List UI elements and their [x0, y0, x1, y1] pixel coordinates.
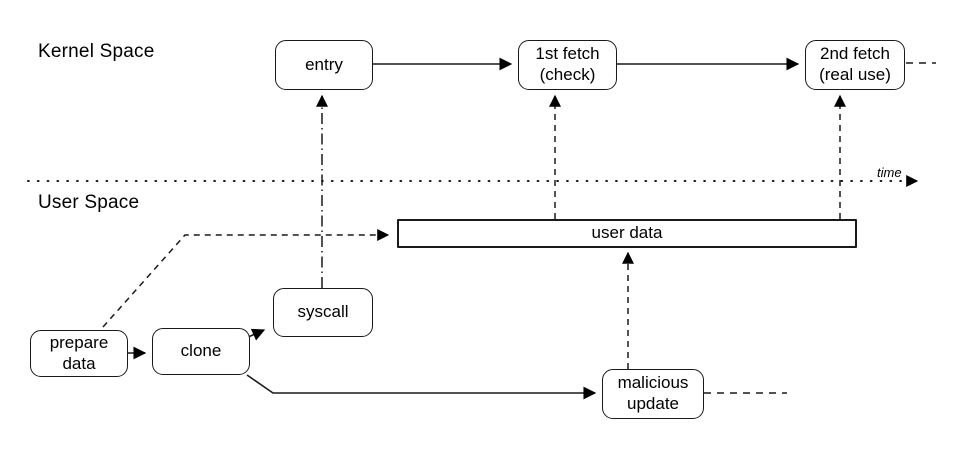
node-prepare-data: prepare data	[30, 330, 128, 377]
kernel-space-label: Kernel Space	[38, 41, 155, 62]
node-user-data: user data	[397, 219, 857, 248]
edge-clone-to-malicious-update	[246, 374, 597, 400]
node-first-fetch-line2: (check)	[539, 65, 596, 84]
node-prepare-data-line1: prepare	[49, 332, 109, 352]
node-first-fetch: 1st fetch (check)	[518, 40, 617, 90]
node-second-fetch-line2: (real use)	[819, 65, 891, 84]
node-entry-label: entry	[305, 54, 343, 74]
node-malicious-update-line1: malicious	[617, 373, 689, 393]
node-syscall: syscall	[273, 288, 373, 337]
node-second-fetch-line1: 2nd fetch	[820, 44, 890, 64]
user-space-label: User Space	[38, 192, 140, 213]
node-prepare-data-line2: data	[62, 353, 96, 373]
time-axis-label: time	[877, 165, 902, 180]
node-malicious-update: malicious update	[602, 369, 704, 419]
edge-prepare-data-to-user-data	[102, 229, 390, 328]
node-clone-label: clone	[180, 341, 222, 361]
node-entry: entry	[275, 40, 373, 90]
node-syscall-label: syscall	[297, 302, 349, 322]
node-second-fetch: 2nd fetch (real use)	[805, 40, 905, 90]
node-user-data-label: user data	[591, 223, 663, 243]
node-clone: clone	[152, 328, 250, 375]
node-malicious-update-line2: update	[627, 394, 679, 413]
node-first-fetch-line1: 1st fetch	[535, 44, 600, 64]
